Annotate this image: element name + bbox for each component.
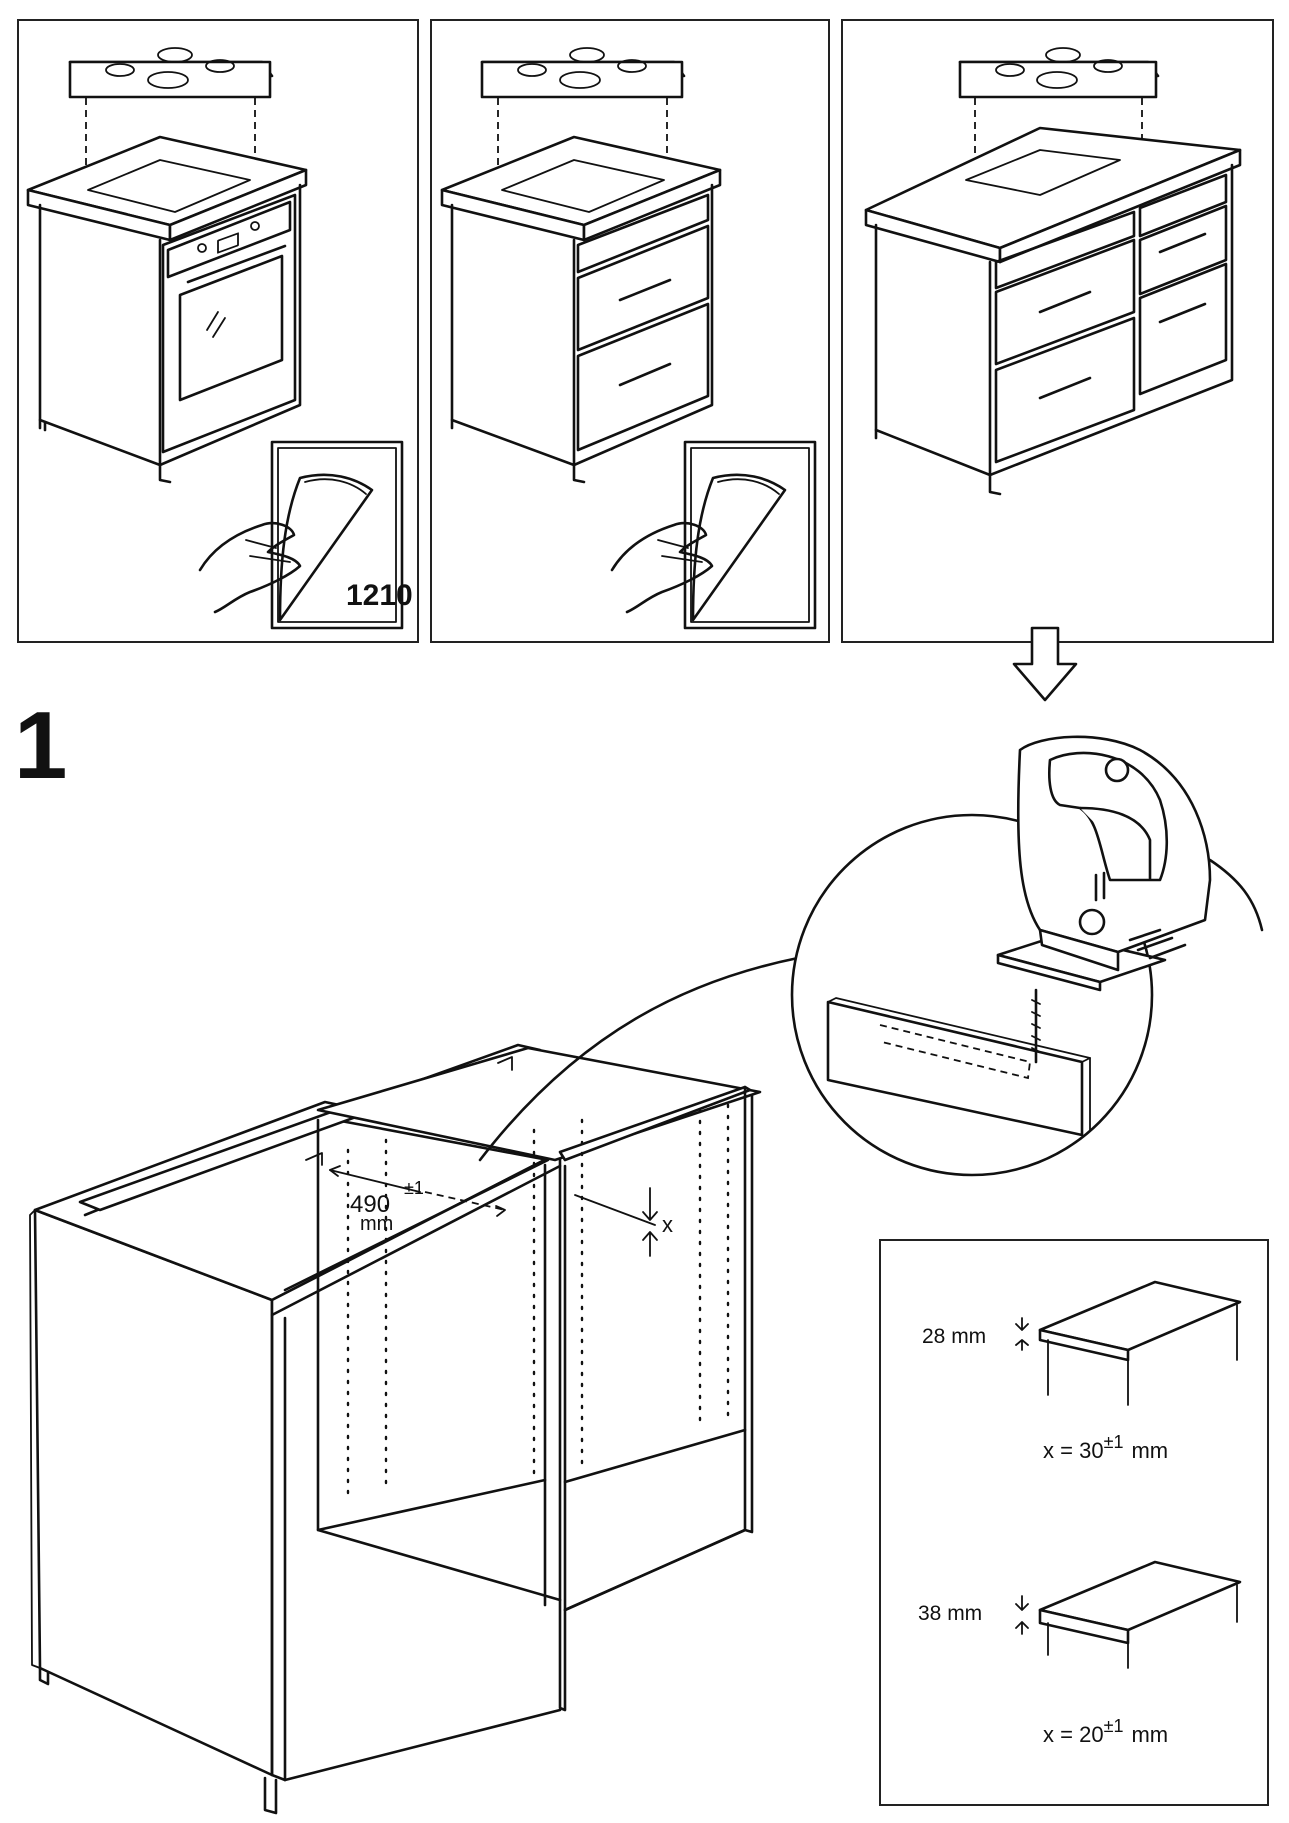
- jigsaw-icon: [996, 735, 1264, 992]
- sticker-hand-icon: [610, 440, 817, 630]
- sticker-hand-icon: [198, 440, 404, 630]
- panel-double-drawer-cabinet: [841, 19, 1274, 643]
- hob-icon: [958, 47, 1160, 99]
- drawer-fronts: [576, 193, 710, 452]
- panel-drawer-cabinet: [430, 19, 830, 643]
- cabinet-dimension: 490 ±1 mm x: [329, 1165, 673, 1257]
- hob-icon: [480, 47, 686, 99]
- dimension-value: 490: [350, 1191, 390, 1218]
- down-arrow-icon: [1012, 626, 1078, 702]
- dimension-tolerance: ±1: [404, 1178, 424, 1198]
- x-label: x: [662, 1212, 673, 1237]
- sticker-code: 1210: [346, 579, 413, 612]
- thickness-label: 28 mm: [922, 1325, 986, 1348]
- cabinet-frame: [29, 1043, 762, 1815]
- callout-arc: [478, 956, 800, 1162]
- step-number: 1: [14, 692, 67, 799]
- dimension-unit: mm: [360, 1213, 393, 1235]
- hob-icon: [68, 47, 274, 99]
- drawer-fronts: [994, 173, 1228, 464]
- oven-icon: [161, 193, 297, 454]
- panel-oven-cabinet: 1210: [17, 19, 419, 643]
- jigsaw-detail: [790, 735, 1264, 1177]
- thickness-label: 38 mm: [918, 1602, 982, 1625]
